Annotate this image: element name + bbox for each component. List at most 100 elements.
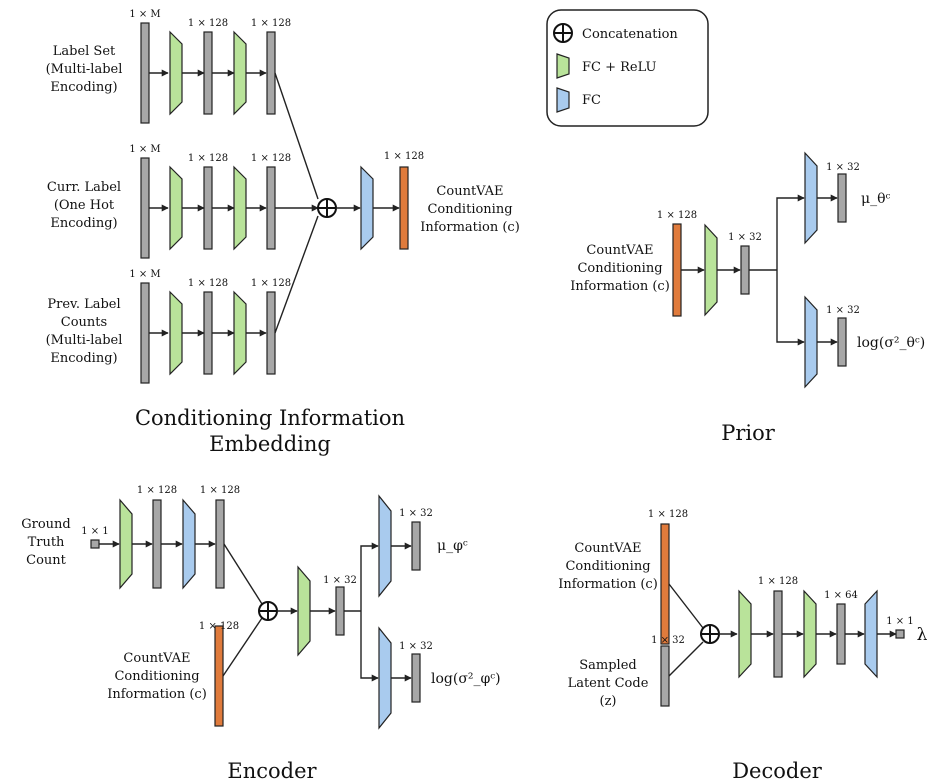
input-label: (Multi-label [46, 333, 123, 348]
legend-fc-relu-swatch [556, 53, 570, 79]
fc-relu-block [233, 165, 247, 251]
section-caption: Decoder [732, 759, 823, 782]
hidden-vector [773, 590, 783, 678]
fc-relu-block [233, 290, 247, 376]
prior-input-label: CountVAE [586, 243, 653, 258]
legend-box [546, 9, 709, 127]
encoder-input-label: Truth [28, 535, 65, 550]
fc-relu-block [233, 30, 247, 116]
hidden-vector [836, 603, 846, 665]
connection-line [360, 542, 379, 611]
dim-label: 1 × 32 [826, 305, 860, 316]
encoder-input-label: Count [26, 553, 67, 568]
decoder-latent-label: (z) [600, 694, 617, 709]
hidden-vector [203, 166, 213, 250]
dim-label: 1 × M [129, 269, 160, 280]
conditioning-vector [214, 625, 224, 727]
dim-label: 1 × 32 [651, 635, 685, 646]
output-scalar [895, 629, 905, 639]
decoder-cond-label: Conditioning [565, 559, 650, 574]
encoder-logvar-label: log(σ²_φᶜ) [431, 671, 501, 687]
dim-label: 1 × 128 [758, 576, 798, 587]
input-label: (Multi-label [46, 62, 123, 77]
dim-label: 1 × 32 [399, 508, 433, 519]
legend-fc-relu-label: FC + ReLU [582, 60, 657, 75]
section-caption: Conditioning Information [135, 406, 405, 430]
connection-line [668, 641, 704, 677]
conditioning-vector [672, 223, 682, 317]
hidden-vector [215, 499, 225, 589]
fc-block [378, 626, 392, 730]
encoder-cond-label: Conditioning [114, 669, 199, 684]
legend-fc-label: FC [582, 93, 601, 108]
mu-vector [837, 173, 847, 223]
prior-mu-label: μ_θᶜ [861, 191, 891, 207]
fc-block [182, 498, 196, 590]
dim-label: 1 × 128 [199, 621, 239, 632]
fc-relu-block [169, 30, 183, 116]
dim-label: 1 × 32 [728, 232, 762, 243]
connection-line [222, 617, 263, 677]
fc-relu-block [803, 589, 817, 679]
connection-line [223, 543, 263, 605]
latent-vector [740, 245, 750, 295]
lambda-label: λ [917, 625, 928, 645]
hidden-vector [266, 166, 276, 250]
output-label: Conditioning [427, 202, 512, 217]
input-vector [140, 22, 150, 124]
prior-input-label: Conditioning [577, 261, 662, 276]
encoder-input-label: Ground [21, 517, 71, 532]
fc-block [378, 494, 392, 598]
hidden-vector [203, 291, 213, 375]
output-label: Information (c) [420, 220, 520, 235]
connection-line [274, 72, 319, 200]
hidden-vector [266, 291, 276, 375]
dim-label: 1 × 32 [323, 575, 357, 586]
connection-line [274, 215, 319, 334]
hidden-vector [203, 31, 213, 115]
fc-block [804, 295, 818, 389]
conditioning-vector [660, 523, 670, 645]
dim-label: 1 × 1 [886, 616, 913, 627]
fc-block [804, 151, 818, 245]
dim-label: 1 × 128 [251, 18, 291, 29]
encoder-cond-label: CountVAE [123, 651, 190, 666]
fc-relu-block [169, 290, 183, 376]
fc-relu-block [169, 165, 183, 251]
mu-vector [411, 521, 421, 571]
dim-label: 1 × 32 [399, 641, 433, 652]
dim-label: 1 × 32 [826, 162, 860, 173]
input-label: Label Set [53, 44, 116, 59]
fc-relu-block [119, 498, 133, 590]
connection-line [668, 583, 704, 629]
fc-relu-block [738, 589, 752, 679]
encoder-cond-label: Information (c) [107, 687, 207, 702]
prior-input-label: Information (c) [570, 279, 670, 294]
dim-label: 1 × 128 [188, 278, 228, 289]
connection-line [776, 194, 805, 270]
connection-line [776, 270, 805, 346]
dim-label: 1 × 128 [251, 278, 291, 289]
decoder-latent-label: Sampled [579, 658, 636, 673]
input-label: Encoding) [50, 80, 117, 95]
input-label: Counts [61, 315, 107, 330]
dim-label: 1 × 1 [81, 526, 108, 537]
connection-line [360, 611, 379, 682]
decoder-cond-label: Information (c) [558, 577, 658, 592]
hidden-vector [266, 31, 276, 115]
input-label: Encoding) [50, 216, 117, 231]
dim-label: 1 × 128 [188, 153, 228, 164]
dim-label: 1 × M [129, 144, 160, 155]
input-label: Curr. Label [47, 180, 121, 195]
section-caption: Prior [721, 421, 776, 445]
fc-relu-block [704, 223, 718, 317]
fc-relu-block [297, 565, 311, 657]
latent-vector [660, 645, 670, 707]
dim-label: 1 × 64 [824, 590, 858, 601]
conditioning-vector [399, 166, 409, 250]
legend-fc-swatch [556, 87, 570, 113]
dim-label: 1 × 128 [137, 485, 177, 496]
output-label: CountVAE [436, 184, 503, 199]
section-caption: Embedding [209, 432, 331, 456]
